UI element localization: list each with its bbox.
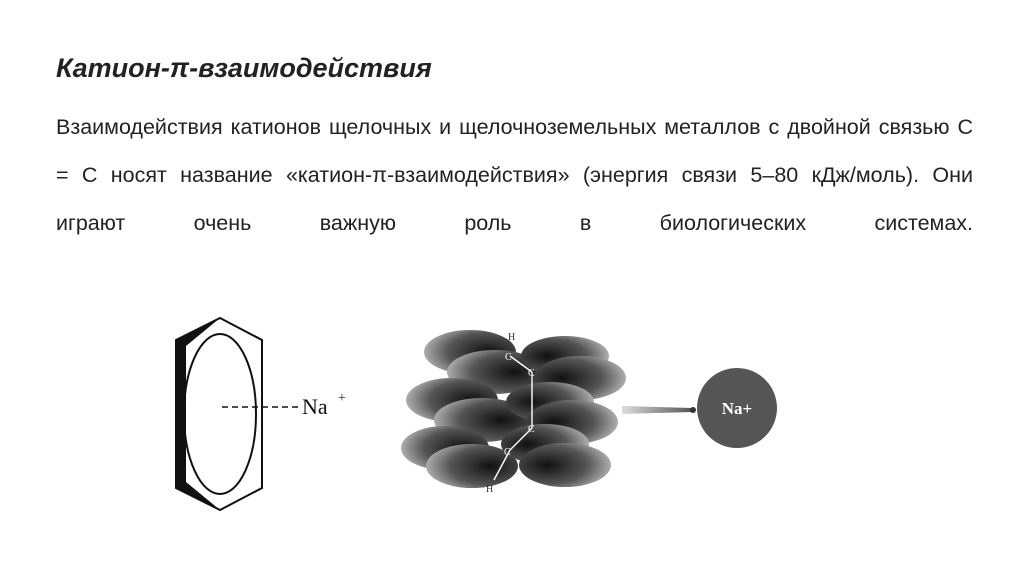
- atom-label-c1: C: [505, 352, 512, 363]
- orbital-cation-diagram: C C C C H H Na+: [400, 320, 800, 500]
- cation-charge: +: [338, 391, 346, 406]
- cation-sphere-label: Na+: [722, 399, 752, 418]
- benzene-cation-diagram: Na +: [160, 310, 360, 520]
- carbon-skeleton: [493, 355, 533, 481]
- hydrogen-label-bottom: H: [486, 484, 493, 495]
- cation-sphere: [697, 368, 777, 448]
- pi-cloud-ellipse: [183, 333, 257, 495]
- right-orbital-lobes: [501, 336, 626, 487]
- atom-label-c3: C: [528, 424, 535, 435]
- hydrogen-label-top: H: [508, 332, 515, 343]
- beam-tip: [690, 407, 696, 413]
- hexagon-outline: [175, 316, 263, 512]
- benzene-ring-svg: Na +: [175, 316, 346, 512]
- left-orbital-lobes: [401, 330, 543, 488]
- orbital-svg: C C C C H H Na+: [401, 330, 777, 495]
- interaction-beam: [622, 406, 692, 414]
- atom-label-c4: C: [504, 447, 511, 458]
- slide-paragraph: Взаимодействия катионов щелочных и щелоч…: [56, 115, 973, 235]
- atom-label-c2: C: [528, 368, 535, 379]
- slide-title: Катион-π-взаимодействия: [56, 53, 432, 83]
- hexagon-bold-edge: [176, 318, 220, 510]
- cation-label: Na: [302, 394, 328, 419]
